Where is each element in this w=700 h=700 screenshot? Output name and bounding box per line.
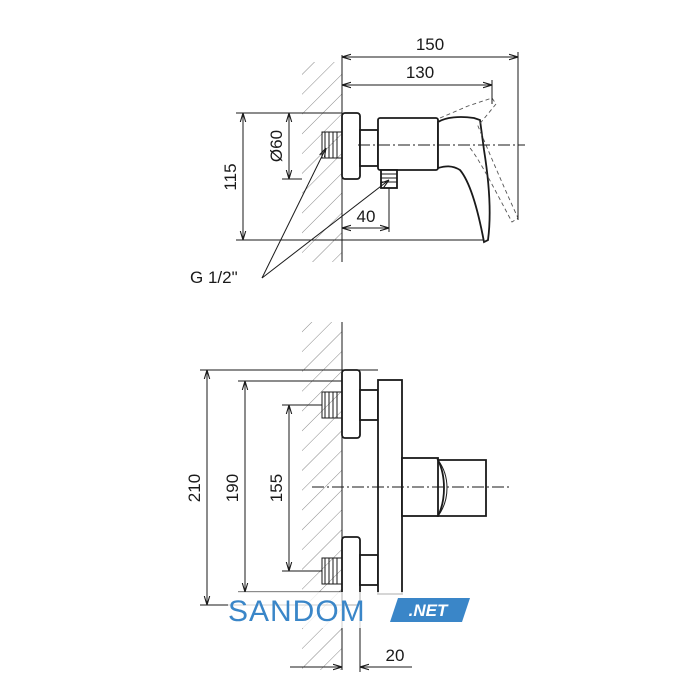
watermark: SANDOM .NET bbox=[228, 592, 472, 628]
handle-front-curve bbox=[437, 459, 448, 517]
watermark-badge bbox=[390, 598, 470, 622]
side-view: 150 130 115 Ø60 40 G 1/2" bbox=[190, 35, 525, 287]
upper-connector-nut bbox=[359, 389, 379, 421]
valve-body-top bbox=[377, 117, 439, 171]
lower-connector-nut bbox=[359, 554, 379, 586]
dim-inlet-spacing: 155 bbox=[267, 474, 286, 502]
dim-height: 115 bbox=[221, 163, 240, 190]
watermark-brand: SANDOM bbox=[228, 595, 366, 628]
upper-flange bbox=[341, 369, 361, 439]
dim-flange-diameter: Ø60 bbox=[267, 130, 286, 162]
watermark-suffix: .NET bbox=[409, 601, 449, 620]
leader-thread-inlet bbox=[261, 148, 326, 279]
dim-flange-span: 190 bbox=[223, 474, 242, 502]
dim-inlet-offset: 40 bbox=[357, 207, 376, 226]
outlet-thread-top bbox=[380, 169, 398, 189]
wall-section-top bbox=[302, 62, 342, 262]
flange-top bbox=[341, 112, 361, 180]
connector-nut-top bbox=[359, 129, 379, 167]
thread-label: G 1/2" bbox=[190, 268, 238, 287]
dim-overall-depth: 150 bbox=[416, 35, 444, 54]
upper-inlet-thread bbox=[321, 391, 343, 419]
dim-total-height: 210 bbox=[185, 474, 204, 502]
leader-thread-outlet bbox=[261, 180, 389, 279]
handle-raised-outline bbox=[439, 97, 519, 223]
dim-body-depth: 130 bbox=[406, 63, 434, 82]
handle-top bbox=[437, 116, 491, 244]
dim-wall-offset: 20 bbox=[386, 646, 405, 665]
handle-front bbox=[436, 459, 487, 517]
